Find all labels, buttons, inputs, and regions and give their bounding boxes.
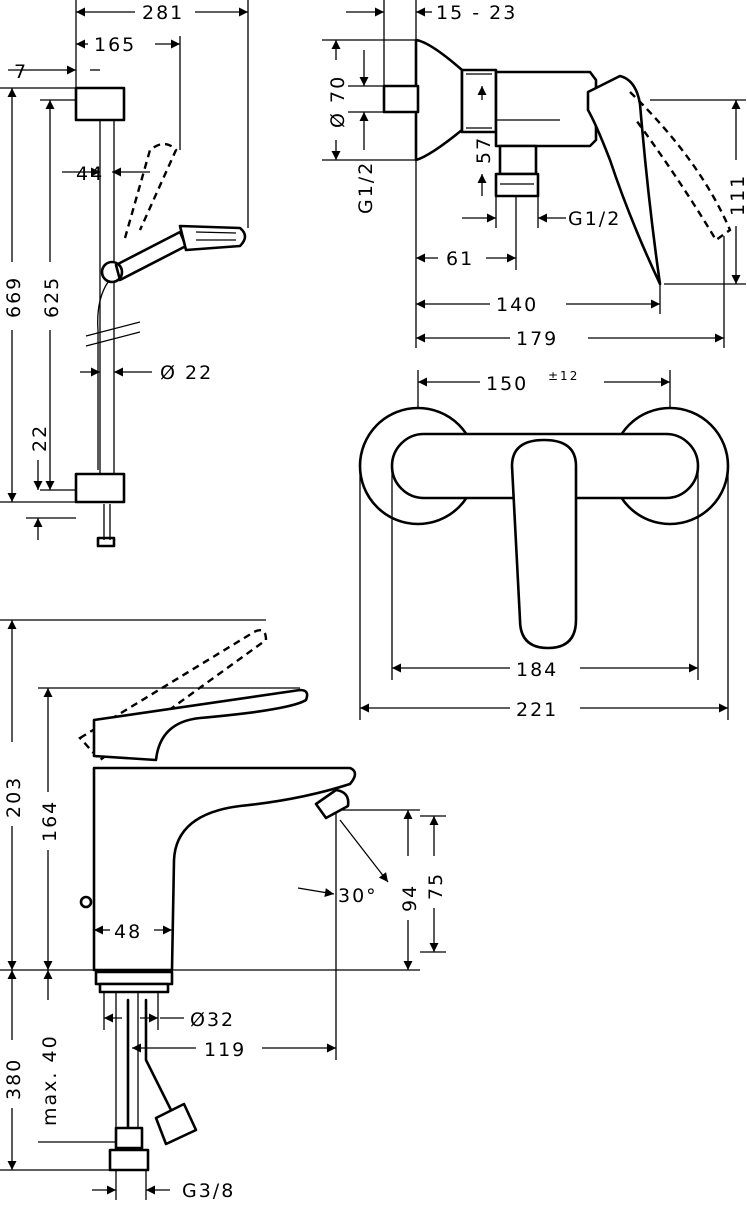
dim-150: 150 (486, 373, 528, 395)
dim-184: 184 (516, 659, 558, 681)
dim-15-23: 15 - 23 (436, 2, 517, 24)
dim-380: 380 (3, 1058, 25, 1100)
dim-164: 164 (39, 800, 61, 842)
dim-669: 669 (3, 276, 25, 318)
dim-max-40: max. 40 (39, 1034, 61, 1126)
dim-221: 221 (516, 699, 558, 721)
dim-140: 140 (496, 294, 538, 316)
shower-mixer-side-drawing (382, 38, 732, 286)
dim-179: 179 (516, 328, 558, 350)
dim-203: 203 (3, 776, 25, 818)
dim-165: 165 (94, 34, 136, 56)
shower-mixer-side-dimensions: 15 - 23 Ø 70 G1/2 57 G1/2 61 140 (322, 0, 747, 350)
dim-111: 111 (727, 174, 747, 216)
shower-mixer-front-dimensions: 150 ±12 184 221 (359, 369, 729, 721)
dim-diameter-32: Ø32 (190, 1009, 235, 1031)
dim-57: 57 (473, 136, 495, 164)
dim-diameter-22: Ø 22 (160, 362, 213, 384)
basin-mixer-drawing (78, 629, 357, 1172)
shower-mixer-front-drawing (358, 406, 730, 650)
dim-281: 281 (142, 2, 184, 24)
dim-48: 48 (114, 921, 142, 943)
shower-rail-drawing (74, 86, 247, 548)
dim-inlet-thread: G1/2 (355, 161, 377, 214)
dim-94: 94 (399, 884, 421, 912)
dim-outlet-thread: G1/2 (568, 208, 621, 230)
dim-rosette-diameter: Ø 70 (327, 75, 349, 128)
dim-7: 7 (14, 61, 28, 83)
dim-75: 75 (425, 872, 447, 900)
dim-30-degrees: 30° (338, 885, 378, 907)
dim-625: 625 (41, 276, 63, 318)
dim-61: 61 (446, 248, 474, 270)
dim-119: 119 (204, 1039, 246, 1061)
dim-22: 22 (29, 424, 51, 452)
basin-mixer-dimensions: 203 164 48 30° 94 75 380 max. 40 (0, 619, 447, 1202)
dim-150-tolerance: ±12 (548, 369, 579, 383)
dim-g38: G3/8 (182, 1180, 235, 1200)
dim-44: 44 (76, 163, 104, 185)
shower-rail-dimensions: 281 165 7 44 669 625 22 Ø 22 (0, 0, 249, 540)
